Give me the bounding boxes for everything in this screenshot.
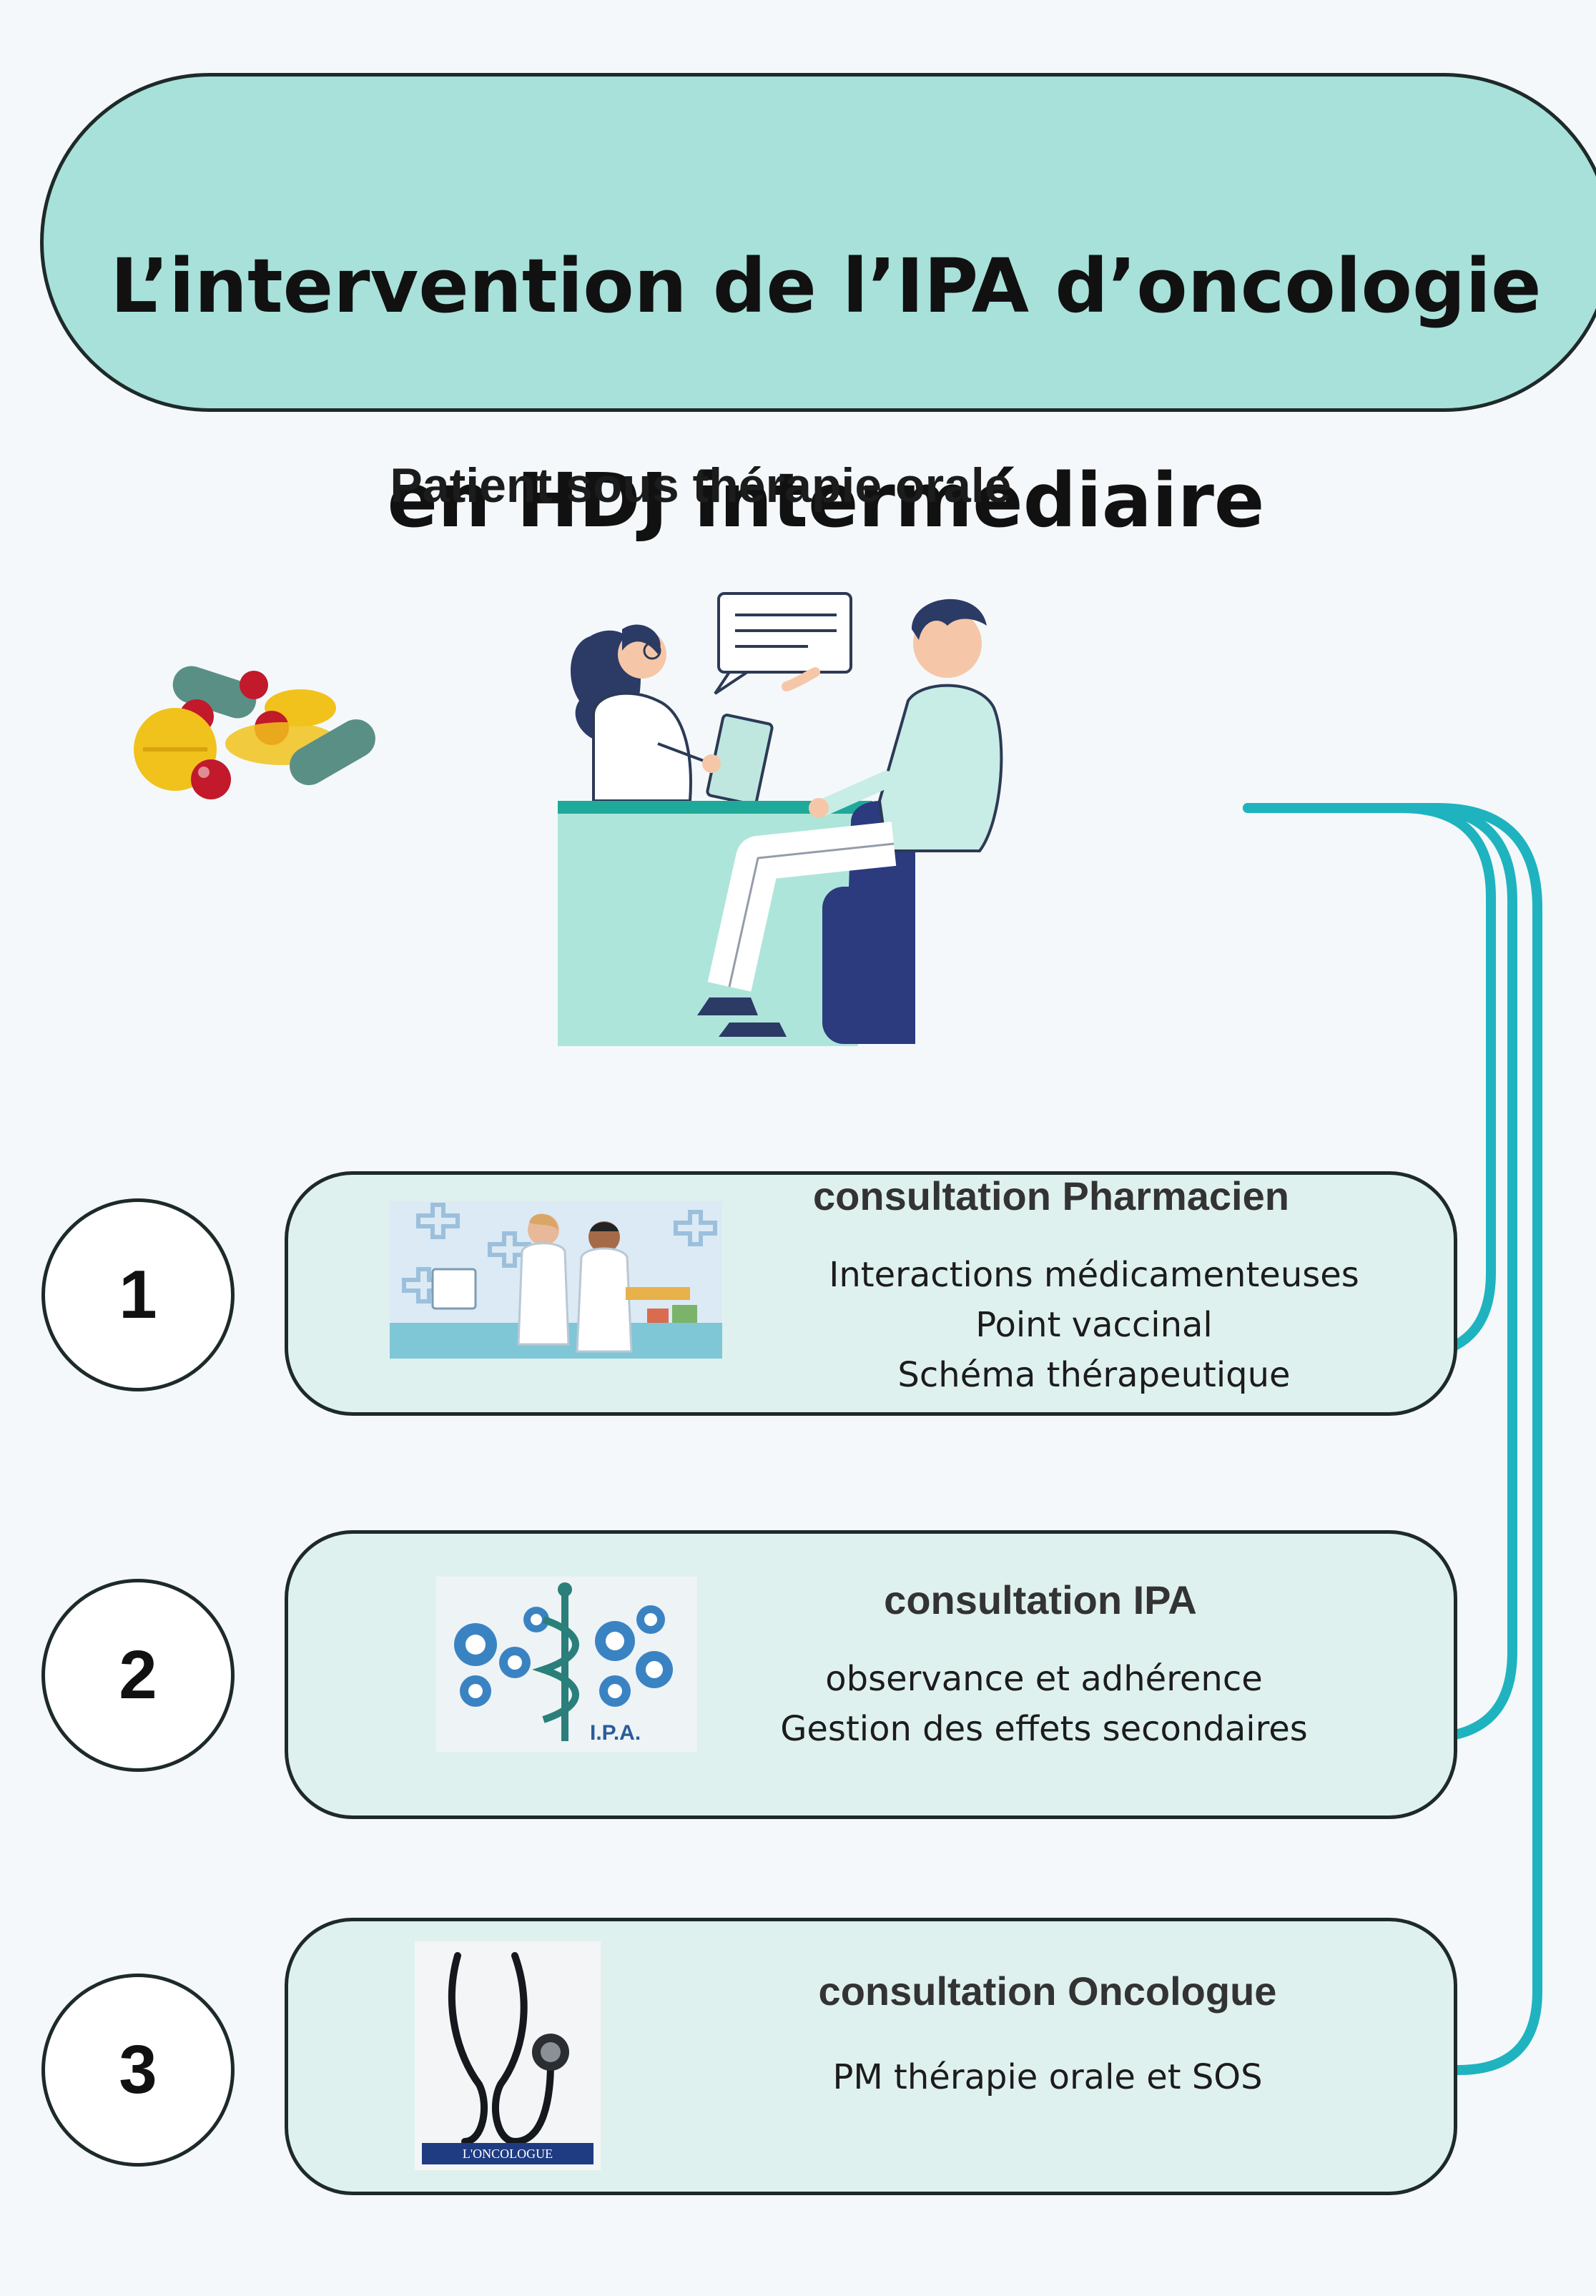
title-banner: [40, 73, 1596, 412]
page-title: L’intervention de l’IPA d’oncologie en H…: [86, 125, 1566, 661]
ipa-image-label: I.P.A.: [590, 1721, 641, 1745]
speech-bubble-icon: [714, 592, 852, 695]
pharmacists-image: [390, 1201, 722, 1359]
step-1-line-1: Interactions médicamenteuses: [829, 1255, 1359, 1295]
oncologue-image-label: L'ONCOLOGUE: [463, 2147, 553, 2161]
step-3-line-1: PM thérapie orale et SOS: [832, 2057, 1263, 2097]
step-number-2: 2: [41, 1579, 235, 1772]
nurse-figure: [571, 624, 820, 806]
step-1-line-2: Point vaccinal: [975, 1305, 1213, 1345]
stethoscope-image: L'ONCOLOGUE: [415, 1941, 601, 2170]
step-number-1: 1: [41, 1198, 235, 1391]
ipa-gears-image: I.P.A.: [436, 1577, 697, 1752]
patient-figure: [697, 598, 1003, 1037]
pills-icon: [134, 666, 375, 799]
consultation-illustration: [558, 592, 1003, 1046]
step-number-3: 3: [41, 1974, 235, 2167]
step-2-line-2: Gestion des effets secondaires: [780, 1709, 1308, 1749]
title-line-2: en HDJ intermédiaire: [387, 457, 1265, 544]
subtitle: Patient sous thérapie orale: [390, 458, 1012, 513]
step-2-line-1: observance et adhérence: [825, 1659, 1263, 1699]
step-1-line-3: Schéma thérapeutique: [897, 1355, 1291, 1395]
step-title-3: consultation Oncologue: [818, 1969, 1277, 2014]
step-title-2: consultation IPA: [884, 1577, 1197, 1622]
step-title-1: consultation Pharmacien: [813, 1173, 1289, 1218]
title-line-1: L’intervention de l’IPA d’oncologie: [110, 242, 1542, 330]
